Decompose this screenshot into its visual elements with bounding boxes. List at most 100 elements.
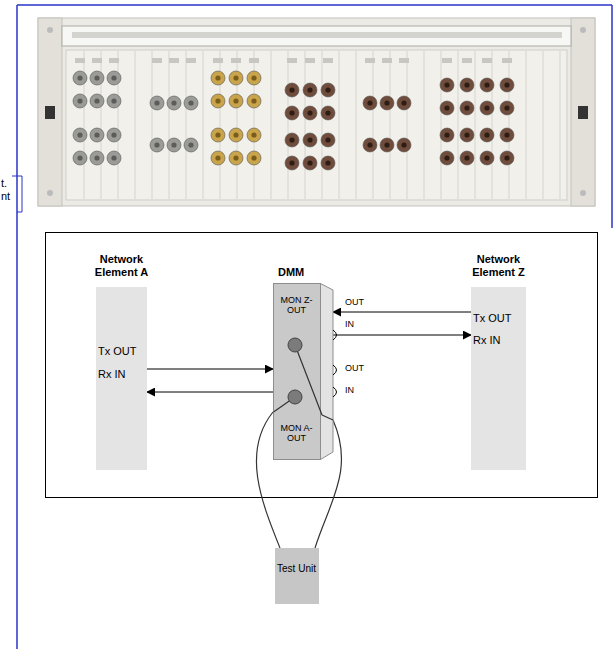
monitor-jack: [288, 390, 302, 404]
module-seam: [288, 51, 289, 199]
bnc-center: [251, 155, 256, 160]
bnc-center: [154, 100, 159, 105]
bnc-center: [289, 160, 294, 165]
bnc-connector: [321, 106, 335, 120]
module-seam: [356, 51, 357, 199]
bnc-center: [111, 75, 116, 80]
rack-ear: [571, 18, 595, 206]
bnc-center: [188, 100, 193, 105]
bnc-center: [251, 98, 256, 103]
bnc-connector: [150, 138, 164, 152]
module-tag: [365, 58, 375, 63]
signal-arrow: [333, 335, 471, 336]
module-seam: [475, 51, 476, 199]
bnc-connector: [229, 128, 243, 142]
module-tag: [399, 58, 409, 63]
module-tag: [109, 58, 119, 63]
bnc-center: [367, 142, 372, 147]
dmm-module: DMMMON Z-OUTMON A-OUT: [273, 283, 340, 460]
module-tag: [249, 58, 259, 63]
bnc-connector: [167, 138, 181, 152]
module-tag: [305, 58, 315, 63]
bnc-connector: [90, 71, 104, 85]
bnc-center: [289, 87, 294, 92]
bnc-center: [367, 100, 372, 105]
module-seam: [441, 51, 442, 199]
bnc-center: [289, 137, 294, 142]
bnc-center: [94, 75, 99, 80]
bnc-connector: [440, 101, 454, 115]
module-seam: [560, 51, 561, 199]
bnc-center: [484, 132, 489, 137]
ear-hole: [580, 190, 586, 196]
port-label: MON Z-OUT: [276, 295, 317, 316]
bnc-connector: [321, 83, 335, 97]
bnc-center: [444, 155, 449, 160]
panel-frame: [38, 18, 595, 206]
bnc-center: [171, 142, 176, 147]
bnc-center: [384, 142, 389, 147]
bnc-center: [384, 100, 389, 105]
bnc-center: [94, 132, 99, 137]
bnc-center: [94, 98, 99, 103]
ear-hole: [47, 27, 53, 33]
bnc-connector: [285, 106, 299, 120]
bnc-connector: [460, 78, 474, 92]
bnc-center: [215, 155, 220, 160]
bnc-connector: [500, 128, 514, 142]
module-tag: [323, 58, 333, 63]
bnc-center: [215, 98, 220, 103]
bnc-center: [484, 155, 489, 160]
bnc-center: [77, 98, 82, 103]
blue-border: [16, 5, 18, 649]
bnc-center: [171, 100, 176, 105]
port-label: IN: [345, 386, 354, 396]
bnc-connector: [247, 128, 261, 142]
module-seam: [135, 51, 136, 199]
signal-arrow: [147, 392, 273, 393]
bnc-center: [504, 132, 509, 137]
module-seam: [407, 51, 408, 199]
bnc-connector: [397, 138, 411, 152]
bnc-connector: [107, 94, 121, 108]
bnc-connector: [500, 151, 514, 165]
bnc-center: [325, 137, 330, 142]
bnc-center: [111, 132, 116, 137]
module-seam: [305, 51, 306, 199]
bnc-connector: [73, 94, 87, 108]
bnc-connector: [211, 151, 225, 165]
bnc-connector: [107, 151, 121, 165]
module-tag: [502, 58, 512, 63]
module-tag: [231, 58, 241, 63]
module-tag: [75, 58, 85, 63]
ear-clip: [578, 106, 588, 119]
module-seam: [186, 51, 187, 199]
bnc-connector: [90, 94, 104, 108]
bnc-center: [77, 75, 82, 80]
bnc-center: [401, 142, 406, 147]
bnc-connector: [150, 96, 164, 110]
bnc-connector: [363, 96, 377, 110]
cut-off-text: nt: [1, 190, 10, 202]
module-seam: [509, 51, 510, 199]
bnc-connector: [107, 71, 121, 85]
module-tag: [169, 58, 179, 63]
bnc-connector: [285, 156, 299, 170]
port-jack: [333, 330, 337, 340]
bnc-connector: [73, 151, 87, 165]
module-tag: [382, 58, 392, 63]
bnc-connector: [460, 151, 474, 165]
top-bar-strip: [72, 32, 562, 38]
bnc-connector: [460, 128, 474, 142]
bnc-connector: [321, 156, 335, 170]
rack-ear: [38, 18, 62, 206]
module-seam: [203, 51, 204, 199]
module-seam: [492, 51, 493, 199]
patch-cord: [322, 415, 333, 420]
port-label: MON A-OUT: [276, 423, 317, 444]
test-unit-box: Test Unit: [275, 548, 319, 604]
module-seam: [458, 51, 459, 199]
network-element-box: Network Element ATx OUTRx IN: [96, 287, 147, 470]
bnc-connector: [73, 71, 87, 85]
ear-clip: [45, 106, 55, 119]
